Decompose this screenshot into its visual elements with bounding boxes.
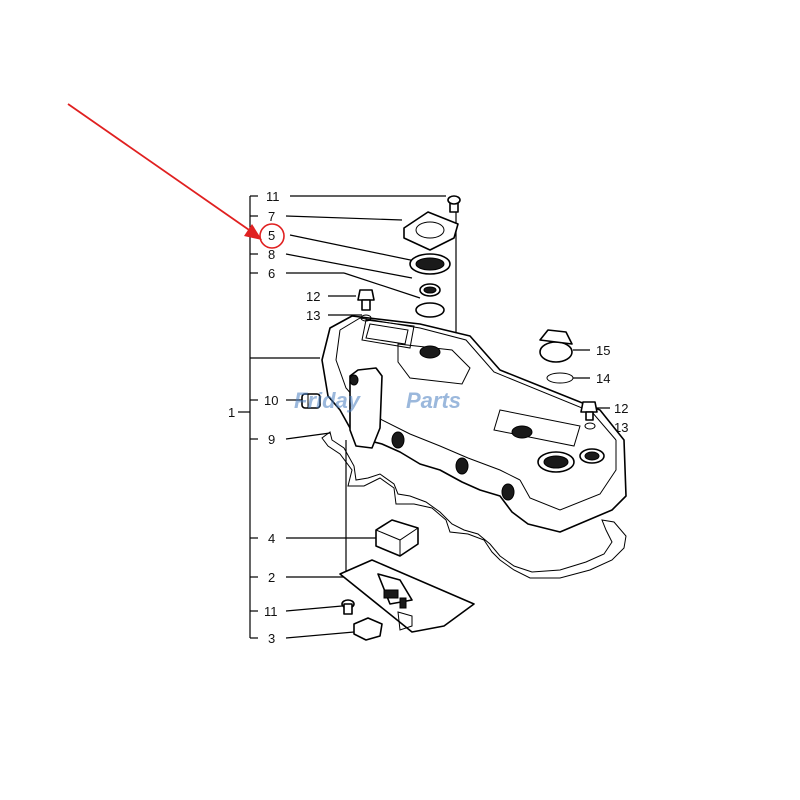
callout-12-right: 12 bbox=[614, 401, 628, 416]
cover-part-7 bbox=[403, 211, 459, 251]
callout-11-top: 11 bbox=[266, 189, 280, 204]
watermark: Friday Parts bbox=[294, 388, 461, 413]
screw-part-11-bottom bbox=[341, 599, 355, 615]
watermark-text-parts: Parts bbox=[406, 388, 461, 413]
breather-cap-assembly bbox=[403, 195, 461, 318]
callout-7: 7 bbox=[268, 209, 275, 224]
highlight-circle bbox=[259, 223, 285, 249]
valve-cover-part-1 bbox=[321, 315, 627, 533]
callout-3: 3 bbox=[268, 631, 275, 646]
pad-part-4 bbox=[375, 519, 419, 557]
callout-8: 8 bbox=[268, 247, 275, 262]
callout-bracket bbox=[238, 195, 610, 639]
bolt-part-12-right bbox=[580, 401, 598, 430]
washer-part-13-right bbox=[584, 422, 596, 430]
callout-11-bottom: 11 bbox=[264, 604, 278, 619]
callout-9: 9 bbox=[268, 432, 275, 447]
callout-2: 2 bbox=[268, 570, 275, 585]
oil-cap-part-15 bbox=[539, 329, 573, 363]
pad-part-3 bbox=[353, 617, 383, 641]
callout-labels: 11 7 5 8 6 12 13 15 14 10 12 13 1 9 4 2 … bbox=[228, 189, 628, 646]
plate-part-6 bbox=[415, 302, 445, 318]
callout-5: 5 bbox=[268, 228, 275, 243]
callout-10: 10 bbox=[264, 393, 278, 408]
highlight-arrow bbox=[67, 103, 262, 240]
callout-4: 4 bbox=[268, 531, 275, 546]
fitting-part-10 bbox=[301, 393, 321, 409]
gasket-part-9 bbox=[321, 431, 627, 579]
callout-13-left: 13 bbox=[306, 308, 320, 323]
bolt-part-12-left bbox=[357, 289, 375, 322]
plate-part-2 bbox=[339, 559, 475, 633]
o-ring-part-14 bbox=[546, 372, 574, 384]
callout-12-left: 12 bbox=[306, 289, 320, 304]
washer-part-13-left bbox=[360, 314, 372, 322]
callout-1: 1 bbox=[228, 405, 235, 420]
watermark-text-friday: Friday bbox=[294, 388, 362, 413]
callout-6: 6 bbox=[268, 266, 275, 281]
callout-14: 14 bbox=[596, 371, 610, 386]
callout-15: 15 bbox=[596, 343, 610, 358]
